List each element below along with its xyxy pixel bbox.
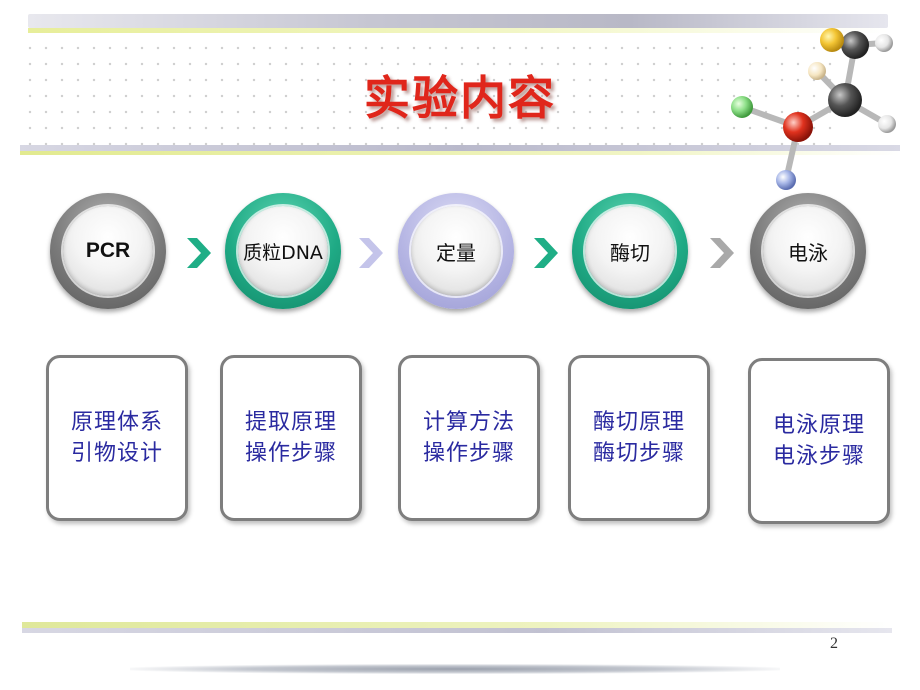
card-plasmid-dna: 提取原理 操作步骤	[220, 355, 362, 521]
step-electrophoresis: 电泳	[750, 193, 866, 309]
step-quantification: 定量	[398, 193, 514, 309]
card-line: 酶切步骤	[592, 441, 685, 466]
top-decor-band	[28, 14, 888, 28]
top-accent-band	[28, 28, 888, 33]
step-disc: 定量	[411, 206, 501, 296]
card-line: 酶切原理	[592, 410, 685, 435]
card-line: 操作步骤	[422, 441, 515, 466]
chevron-right-icon	[187, 238, 211, 268]
footer-accent-band	[22, 622, 892, 628]
card-line: 提取原理	[244, 410, 337, 435]
card-line: 电泳原理	[772, 413, 865, 438]
step-digestion: 酶切	[572, 193, 688, 309]
header-accent-band	[20, 151, 900, 155]
molecule-icon	[731, 28, 896, 190]
slide-title: 实验内容	[364, 71, 556, 125]
card-line: 电泳步骤	[772, 444, 865, 469]
step-label: PCR	[85, 239, 131, 262]
chevron-right-icon	[710, 238, 734, 268]
step-label: 定量	[436, 240, 476, 265]
step-pcr: PCR	[50, 193, 166, 309]
card-electrophoresis: 电泳原理 电泳步骤	[748, 358, 890, 524]
card-line: 操作步骤	[244, 441, 337, 466]
card-line: 原理体系	[70, 410, 163, 435]
chevron-right-icon	[359, 238, 383, 268]
step-disc: 酶切	[585, 206, 675, 296]
step-label: 电泳	[788, 240, 828, 265]
card-digestion: 酶切原理 酶切步骤	[568, 355, 710, 521]
step-disc: 质粒DNA	[238, 206, 328, 296]
page-number: 2	[830, 635, 838, 652]
footer-shadow	[130, 664, 780, 674]
card-line: 引物设计	[70, 441, 163, 466]
header-divider-band	[20, 145, 900, 151]
step-disc: 电泳	[763, 206, 853, 296]
card-quantification: 计算方法 操作步骤	[398, 355, 540, 521]
step-label: 质粒DNA	[243, 241, 323, 264]
step-disc: PCR	[63, 206, 153, 296]
footer-divider-band	[22, 628, 892, 633]
card-pcr: 原理体系 引物设计	[46, 355, 188, 521]
card-line: 计算方法	[422, 410, 515, 435]
chevron-right-icon	[534, 238, 558, 268]
step-label: 酶切	[610, 240, 650, 265]
dot-pattern	[22, 40, 842, 145]
step-plasmid-dna: 质粒DNA	[225, 193, 341, 309]
